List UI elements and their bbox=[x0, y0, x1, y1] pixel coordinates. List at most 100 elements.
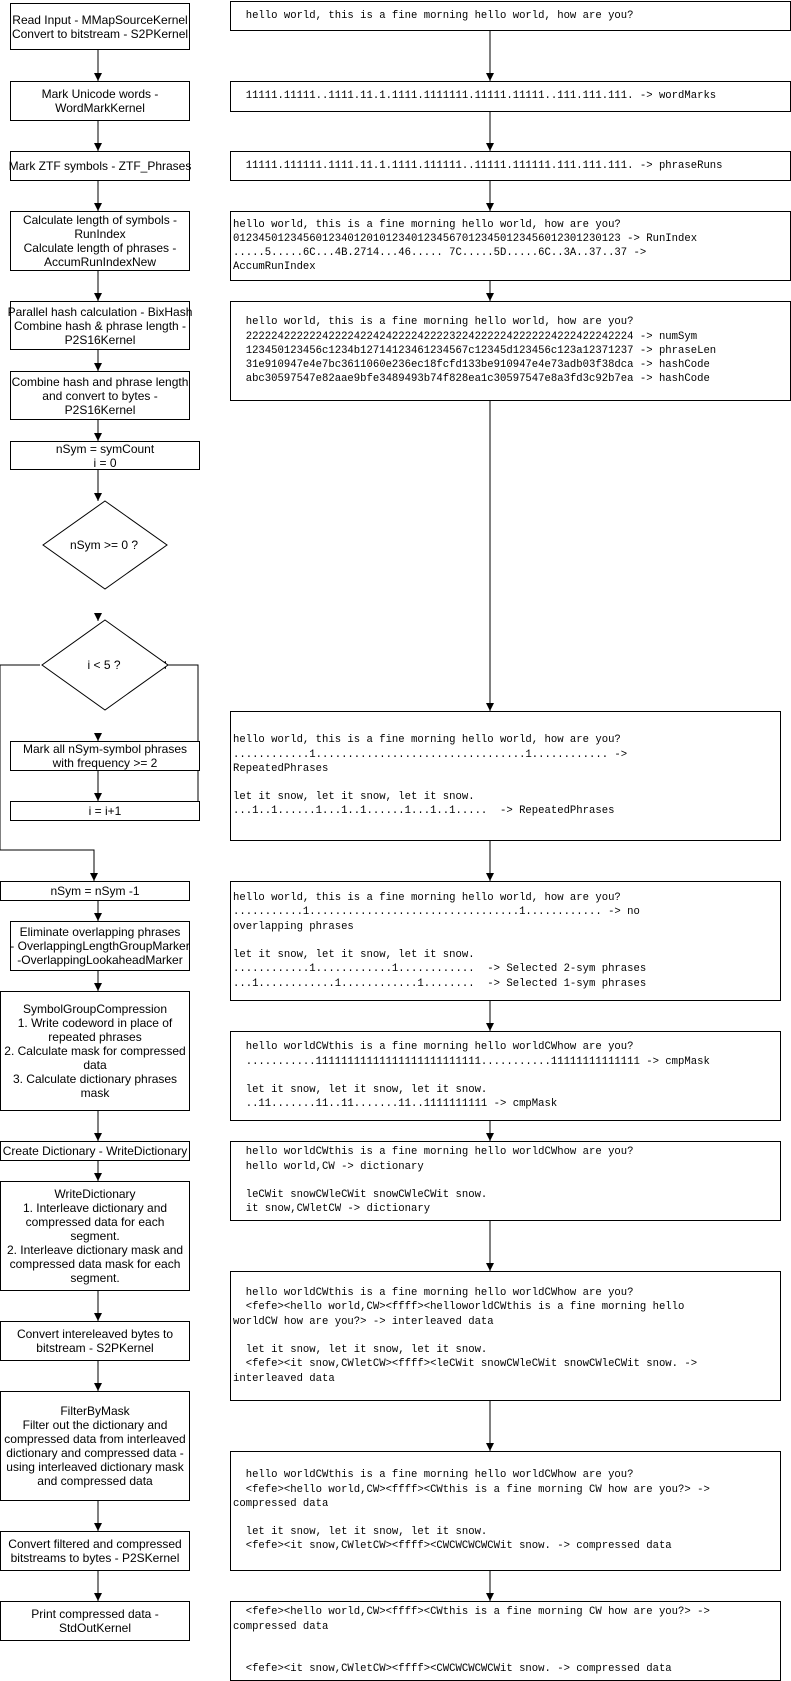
output-line: overlapping phrases bbox=[233, 920, 354, 933]
step-label-line: mask bbox=[80, 1086, 110, 1100]
output-line: 123450123456c1234b12714123461234567c1234… bbox=[233, 344, 717, 357]
arrow-head bbox=[486, 1133, 494, 1141]
output-line: interleaved data bbox=[233, 1372, 335, 1385]
output-line bbox=[233, 934, 780, 948]
arrow-head bbox=[94, 143, 102, 151]
output-line bbox=[233, 1174, 780, 1188]
step-label-line: Mark all nSym-symbol phrases bbox=[22, 742, 188, 756]
output-line bbox=[233, 1648, 780, 1662]
output-line: ............1............1............ -… bbox=[233, 963, 647, 976]
step-label-line: segment. bbox=[70, 1271, 120, 1285]
arrow-head bbox=[486, 73, 494, 81]
output-line bbox=[233, 1634, 780, 1648]
step-mark-unicode-words: Mark Unicode words -WordMarkKernel bbox=[10, 81, 190, 121]
step-label-line: i = i+1 bbox=[88, 804, 122, 818]
step-label-line: FilterByMask bbox=[60, 1404, 130, 1418]
arrow-head bbox=[486, 203, 494, 211]
output-line: hello world, this is a fine morning hell… bbox=[233, 218, 621, 231]
output-line: compressed data bbox=[233, 1620, 329, 1633]
output-line: let it snow, let it snow, let it snow. bbox=[233, 791, 475, 804]
output-line: .....5.....6C...4B.2714...46..... 7C....… bbox=[233, 247, 647, 259]
output-line: ...........1............................… bbox=[233, 906, 640, 919]
output-line: 11111.111111.1111.11.1.1111.111111..1111… bbox=[233, 159, 723, 172]
step-label-line: Calculate length of symbols - bbox=[22, 213, 178, 227]
step-print-compressed: Print compressed data -StdOutKernel bbox=[0, 1601, 190, 1641]
step-mark-ztf-symbols: Mark ZTF symbols - ZTF_Phrases bbox=[9, 151, 191, 181]
output-dictionary: hello worldCWthis is a fine morning hell… bbox=[230, 1141, 781, 1221]
arrow-head bbox=[90, 873, 98, 881]
output-line: hello worldCWthis is a fine morning hell… bbox=[233, 1041, 634, 1054]
output-line: ...1............1............1........ -… bbox=[233, 977, 647, 990]
arrow-head bbox=[486, 873, 494, 881]
step-label-line: WordMarkKernel bbox=[55, 101, 145, 115]
step-label-line: 1. Interleave dictionary and bbox=[22, 1201, 168, 1215]
arrow-head bbox=[94, 493, 102, 501]
decision-nsym-label: nSym >= 0 ? bbox=[69, 538, 139, 552]
step-label-line: 2. Interleave dictionary mask and bbox=[6, 1243, 184, 1257]
output-line: ...1..1......1...1..1......1...1..1.....… bbox=[233, 805, 615, 818]
arrow-head bbox=[94, 1523, 102, 1531]
arrow-head bbox=[486, 1023, 494, 1031]
step-eliminate-overlapping: Eliminate overlapping phrases- Overlappi… bbox=[10, 921, 190, 971]
step-label-line: Mark Unicode words - bbox=[41, 87, 159, 101]
arrow-head bbox=[94, 613, 102, 621]
output-line: <fefe><hello world,CW><ffff><helloworldC… bbox=[233, 1301, 685, 1314]
step-label-line: 3. Calculate dictionary phrases bbox=[12, 1072, 178, 1086]
arrow-head bbox=[94, 1383, 102, 1391]
step-label-line: Print compressed data - bbox=[31, 1607, 159, 1621]
arrow-head bbox=[94, 793, 102, 801]
arrow-head bbox=[486, 1593, 494, 1601]
output-line: let it snow, let it snow, let it snow. bbox=[233, 1526, 488, 1539]
arrow-head bbox=[94, 1593, 102, 1601]
output-line: 31e910947e4e7bc3611060e236ec18fcfd133be9… bbox=[233, 359, 710, 372]
step-label-line: and compressed data bbox=[37, 1474, 153, 1488]
output-line: <fefe><it snow,CWletCW><ffff><CWCWCWCWCW… bbox=[233, 1540, 672, 1553]
step-label-line: i = 0 bbox=[93, 455, 117, 470]
output-line: <fefe><hello world,CW><ffff><CWthis is a… bbox=[233, 1606, 710, 1619]
arrow-head bbox=[486, 1443, 494, 1451]
output-line: <fefe><it snow,CWletCW><ffff><leCWit sno… bbox=[233, 1358, 698, 1371]
step-label-line: -OverlappingLookaheadMarker bbox=[17, 953, 183, 967]
output-cmp-mask: hello worldCWthis is a fine morning hell… bbox=[230, 1031, 781, 1121]
output-non-overlapping: hello world, this is a fine morning hell… bbox=[230, 881, 781, 1001]
step-label-line: compressed data from interleaved bbox=[4, 1432, 186, 1446]
step-label-line: repeated phrases bbox=[48, 1030, 142, 1044]
arrow-head bbox=[94, 203, 102, 211]
output-line: hello world, this is a fine morning hell… bbox=[233, 316, 634, 329]
step-label-line: WriteDictionary bbox=[54, 1187, 136, 1201]
step-label-line: AccumRunIndexNew bbox=[43, 255, 157, 269]
step-label-line: Convert intereleaved bytes to bbox=[16, 1327, 174, 1341]
step-label-line: data bbox=[83, 1058, 107, 1072]
step-label-line: Eliminate overlapping phrases bbox=[19, 925, 181, 939]
step-label-line: with frequency >= 2 bbox=[52, 756, 158, 770]
output-word-marks: 11111.11111..1111.11.1.1111.1111111.1111… bbox=[230, 81, 791, 112]
output-line bbox=[233, 1069, 780, 1083]
step-label-line: P2S16Kernel bbox=[64, 402, 136, 417]
arrow-head bbox=[486, 143, 494, 151]
output-line: hello worldCWthis is a fine morning hell… bbox=[233, 1146, 634, 1159]
arrow-head bbox=[94, 1133, 102, 1141]
output-line bbox=[233, 1511, 780, 1525]
decision-i-diamond bbox=[41, 619, 169, 711]
arrow-head bbox=[94, 1313, 102, 1321]
output-line: hello world, this is a fine morning hell… bbox=[233, 892, 621, 905]
output-line: let it snow, let it snow, let it snow. bbox=[233, 1084, 488, 1097]
step-label-line: 2. Calculate mask for compressed bbox=[4, 1044, 186, 1058]
output-line: it snow,CWletCW -> dictionary bbox=[233, 1203, 431, 1216]
step-increment-i: i = i+1 bbox=[10, 801, 200, 821]
step-label-line: compressed data mask for each bbox=[9, 1257, 181, 1271]
arrow-head bbox=[486, 293, 494, 301]
step-label-line: and convert to bytes - bbox=[42, 388, 158, 403]
step-label-line: bitstreams to bytes - P2SKernel bbox=[10, 1551, 180, 1565]
output-line: ............1...........................… bbox=[233, 748, 628, 761]
step-label-line: - OverlappingLengthGroupMarker bbox=[10, 939, 190, 953]
